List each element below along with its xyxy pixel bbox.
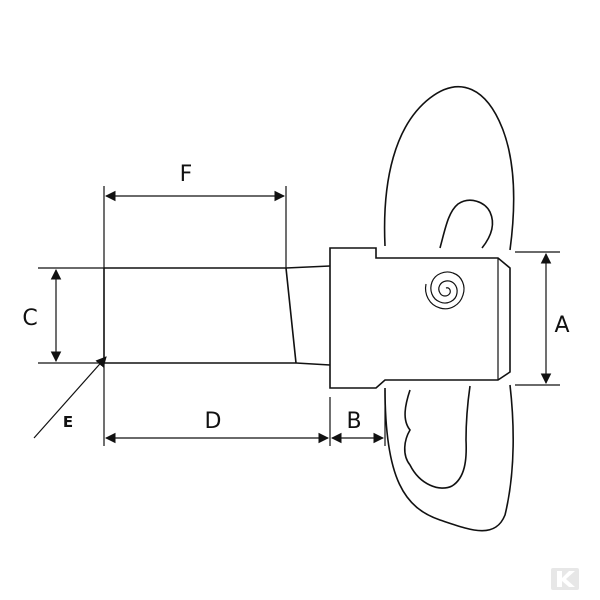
label-e: E	[63, 413, 73, 431]
label-f: F	[180, 162, 193, 187]
label-b: B	[346, 409, 361, 434]
taper-top	[285, 265, 331, 269]
label-c: C	[22, 306, 37, 331]
spiral-icon	[424, 271, 465, 310]
handle-outline	[383, 86, 515, 532]
label-a: A	[554, 313, 569, 338]
leader-e	[33, 356, 107, 439]
brand-k-logo-icon	[551, 568, 579, 590]
label-d: D	[205, 409, 222, 434]
taper-bottom	[295, 362, 331, 366]
lower-grip-cutout	[403, 385, 471, 489]
upper-grip-cutout	[439, 199, 494, 249]
taper-left	[285, 267, 297, 364]
body-block	[329, 247, 511, 389]
